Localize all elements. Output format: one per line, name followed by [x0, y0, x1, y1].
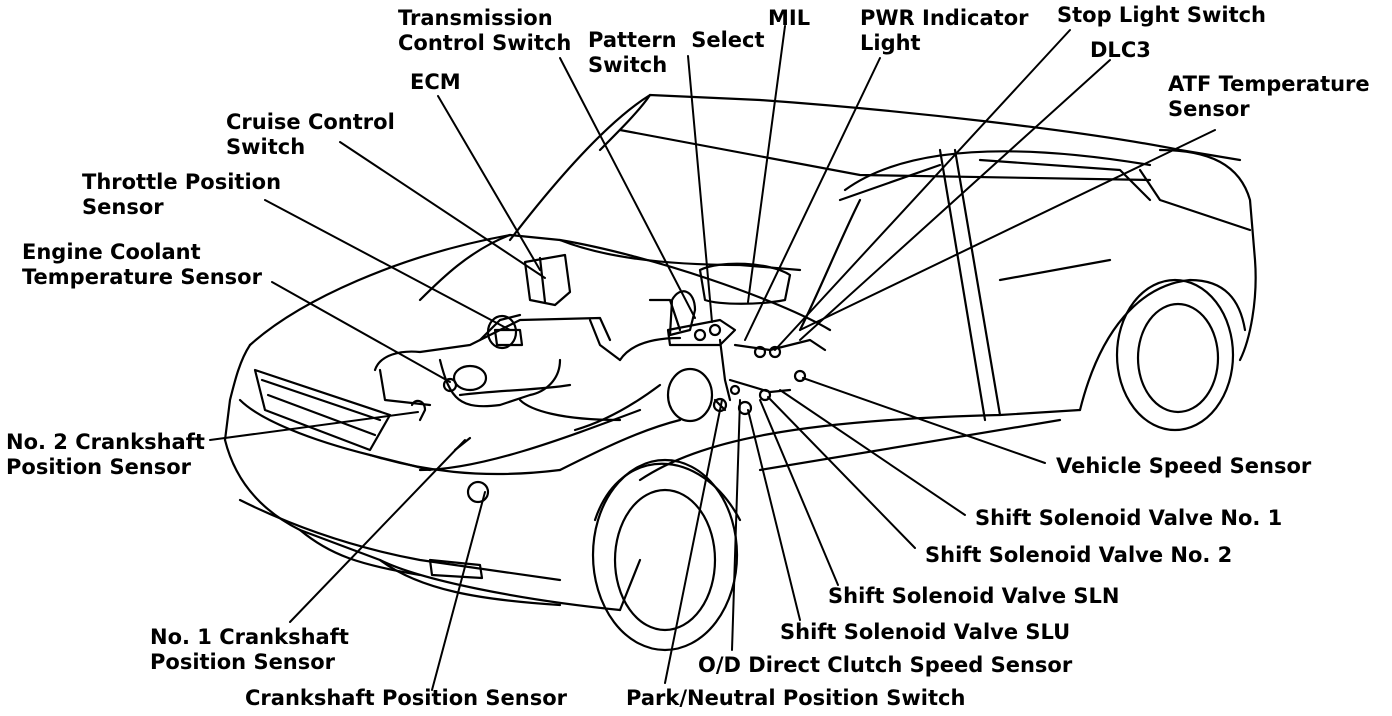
label-stop-light-switch: Stop Light Switch — [1057, 3, 1267, 27]
label-shift-solenoid-valve-no2: Shift Solenoid Valve No. 2 — [925, 543, 1233, 567]
ecm-box — [523, 253, 572, 307]
car-body — [223, 93, 1257, 612]
label-dlc3: DLC3 — [1090, 38, 1151, 62]
leader-lines — [209, 25, 1216, 691]
label-cruise-control-switch: Cruise Control Switch — [226, 110, 395, 159]
label-engine-coolant-temperature-sensor: Engine Coolant Temperature Sensor — [22, 240, 262, 289]
label-pwr-indicator-light: PWR Indicator Light — [860, 6, 1029, 55]
label-park-neutral-position-switch: Park/Neutral Position Switch — [626, 686, 966, 710]
label-mil: MIL — [768, 6, 811, 30]
label-throttle-position-sensor: Throttle Position Sensor — [82, 170, 282, 219]
rear-wheel — [1115, 278, 1235, 432]
label-shift-solenoid-valve-sln: Shift Solenoid Valve SLN — [828, 584, 1120, 608]
label-shift-solenoid-valve-no1: Shift Solenoid Valve No. 1 — [975, 506, 1283, 530]
front-wheel — [591, 458, 742, 652]
label-ecm: ECM — [410, 70, 461, 94]
label-no2-crankshaft-position-sensor: No. 2 Crankshaft Position Sensor — [6, 430, 205, 479]
label-vehicle-speed-sensor: Vehicle Speed Sensor — [1056, 454, 1312, 478]
label-no1-crankshaft-position-sensor: No. 1 Crankshaft Position Sensor — [150, 625, 349, 674]
label-crankshaft-position-sensor: Crankshaft Position Sensor — [245, 686, 568, 710]
label-od-direct-clutch-speed-sensor: O/D Direct Clutch Speed Sensor — [698, 653, 1073, 677]
label-transmission-control-switch: Transmission Control Switch — [398, 6, 572, 55]
label-atf-temperature-sensor: ATF Temperature Sensor — [1168, 72, 1370, 121]
label-shift-solenoid-valve-slu: Shift Solenoid Valve SLU — [780, 620, 1071, 644]
label-pattern-select-switch: Pattern Select Switch — [588, 28, 765, 77]
